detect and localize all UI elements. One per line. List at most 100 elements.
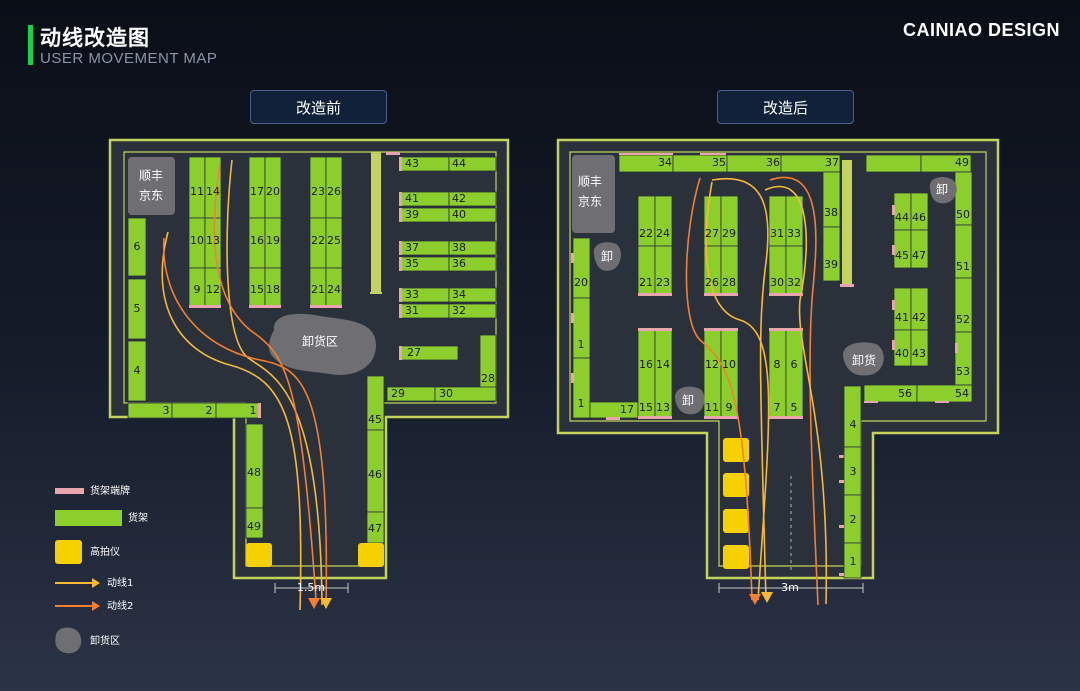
shelf-num-1: 1 bbox=[578, 338, 585, 351]
shelf-48 bbox=[865, 154, 922, 173]
shelf-num-47: 47 bbox=[912, 249, 926, 262]
shelf-end-sign bbox=[769, 293, 803, 296]
shelf-1 bbox=[572, 357, 591, 419]
brand-logo: CAINIAO DESIGN bbox=[902, 20, 1060, 40]
sf-label: 顺丰 bbox=[139, 169, 163, 183]
shelf-num-29: 29 bbox=[722, 227, 736, 240]
shelf-num-17: 17 bbox=[250, 185, 264, 198]
legend-label-route1: 动线1 bbox=[107, 576, 133, 589]
after-label-pill: 改造后 bbox=[717, 90, 854, 124]
shelf-num-9: 9 bbox=[726, 401, 733, 414]
shelf-end-sign bbox=[310, 305, 342, 308]
shelf-num-40: 40 bbox=[895, 347, 909, 360]
legend-label-shelf: 货架 bbox=[128, 511, 148, 524]
shelf-num-52: 52 bbox=[956, 313, 970, 326]
shelf-num-30: 30 bbox=[439, 387, 453, 400]
shelf-end-sign bbox=[399, 157, 402, 171]
scanner-right bbox=[358, 543, 384, 567]
legend-swatch-unload bbox=[55, 627, 82, 654]
scanner bbox=[723, 473, 749, 497]
shelf-num-37: 37 bbox=[405, 241, 419, 254]
sf-jd-block bbox=[572, 155, 615, 233]
shelf-47 bbox=[910, 229, 929, 269]
shelf-num-12: 12 bbox=[206, 283, 220, 296]
shelf-num-14: 14 bbox=[656, 358, 670, 371]
shelf-num-17: 17 bbox=[620, 403, 634, 416]
shelf-43 bbox=[910, 329, 929, 367]
route2-arrowhead bbox=[308, 598, 320, 609]
shelf-num-5: 5 bbox=[791, 401, 798, 414]
shelf-end-sign bbox=[399, 257, 402, 271]
shelf-num-50: 50 bbox=[956, 208, 970, 221]
shelf-end-sign bbox=[840, 284, 854, 287]
shelf-num-43: 43 bbox=[405, 157, 419, 170]
scanner bbox=[723, 545, 749, 569]
shelf-38 bbox=[448, 240, 497, 256]
shelf-num-13: 13 bbox=[206, 234, 220, 247]
shelf-num-28: 28 bbox=[481, 372, 495, 385]
route1-path bbox=[705, 181, 770, 601]
shelf-end-sign bbox=[955, 343, 958, 353]
shelf-num-20: 20 bbox=[574, 276, 588, 289]
jd-label: 京东 bbox=[578, 195, 602, 209]
shelf-end-sign bbox=[399, 346, 402, 360]
shelf-end-sign bbox=[638, 416, 672, 419]
shelf-num-8: 8 bbox=[774, 358, 781, 371]
shelf-num-37: 37 bbox=[825, 156, 839, 169]
shelf-num-10: 10 bbox=[722, 358, 736, 371]
shelf-num-3: 3 bbox=[163, 404, 170, 417]
shelf-num-39: 39 bbox=[824, 258, 838, 271]
shelf-num-49: 49 bbox=[247, 520, 261, 533]
sf-label: 顺丰 bbox=[578, 175, 602, 189]
shelf-num-49: 49 bbox=[955, 156, 969, 169]
shelf-42 bbox=[448, 191, 497, 207]
shelf-end-sign bbox=[704, 416, 738, 419]
shelf-num-19: 19 bbox=[266, 234, 280, 247]
shelf-num-11: 11 bbox=[190, 185, 204, 198]
sf-jd-block bbox=[128, 157, 175, 215]
shelf-num-44: 44 bbox=[452, 157, 466, 170]
shelf-end-sign bbox=[399, 241, 402, 255]
shelf-num-29: 29 bbox=[391, 387, 405, 400]
shelf-num-31: 31 bbox=[770, 227, 784, 240]
shelf-end-sign bbox=[839, 455, 844, 458]
shelf-30 bbox=[434, 386, 497, 402]
shelf-num-42: 42 bbox=[452, 192, 466, 205]
shelf-end-sign bbox=[892, 300, 895, 310]
shelf-num-38: 38 bbox=[824, 206, 838, 219]
shelf-num-14: 14 bbox=[206, 185, 220, 198]
shelf-num-21: 21 bbox=[639, 276, 653, 289]
shelf-num-26: 26 bbox=[327, 185, 341, 198]
shelf-num-22: 22 bbox=[639, 227, 653, 240]
unload-goods-blob bbox=[842, 342, 884, 376]
shelf-1 bbox=[843, 542, 862, 579]
shelf-num-6: 6 bbox=[134, 240, 141, 253]
shelf-end-sign bbox=[619, 153, 673, 155]
shelf-num-30: 30 bbox=[770, 276, 784, 289]
shelf-num-3: 3 bbox=[850, 465, 857, 478]
shelf-num-2: 2 bbox=[206, 404, 213, 417]
dimension-label: 3m bbox=[781, 581, 799, 594]
shelf-end-sign bbox=[571, 253, 574, 263]
shelf-num-16: 16 bbox=[639, 358, 653, 371]
shelf-num-25: 25 bbox=[327, 234, 341, 247]
shelf-num-22: 22 bbox=[311, 234, 325, 247]
shelf-end-sign bbox=[704, 293, 738, 296]
shelf-num-15: 15 bbox=[250, 283, 264, 296]
shelf-num-1: 1 bbox=[578, 397, 585, 410]
shelf-num-32: 32 bbox=[452, 304, 466, 317]
shelf-end-sign bbox=[249, 305, 281, 308]
shelf-40 bbox=[448, 207, 497, 223]
shelf-end-sign bbox=[606, 417, 620, 420]
shelf-end-sign bbox=[571, 373, 574, 383]
shelf-num-11: 11 bbox=[705, 401, 719, 414]
unload-label: 卸 bbox=[682, 393, 694, 408]
shelf-4 bbox=[843, 385, 862, 448]
shelf-num-24: 24 bbox=[656, 227, 670, 240]
unload-blob bbox=[929, 176, 957, 204]
shelf-num-31: 31 bbox=[405, 304, 419, 317]
shelf-num-4: 4 bbox=[850, 418, 857, 431]
scanner bbox=[723, 509, 749, 533]
legend-label-shelf_end: 货架端牌 bbox=[90, 484, 130, 497]
